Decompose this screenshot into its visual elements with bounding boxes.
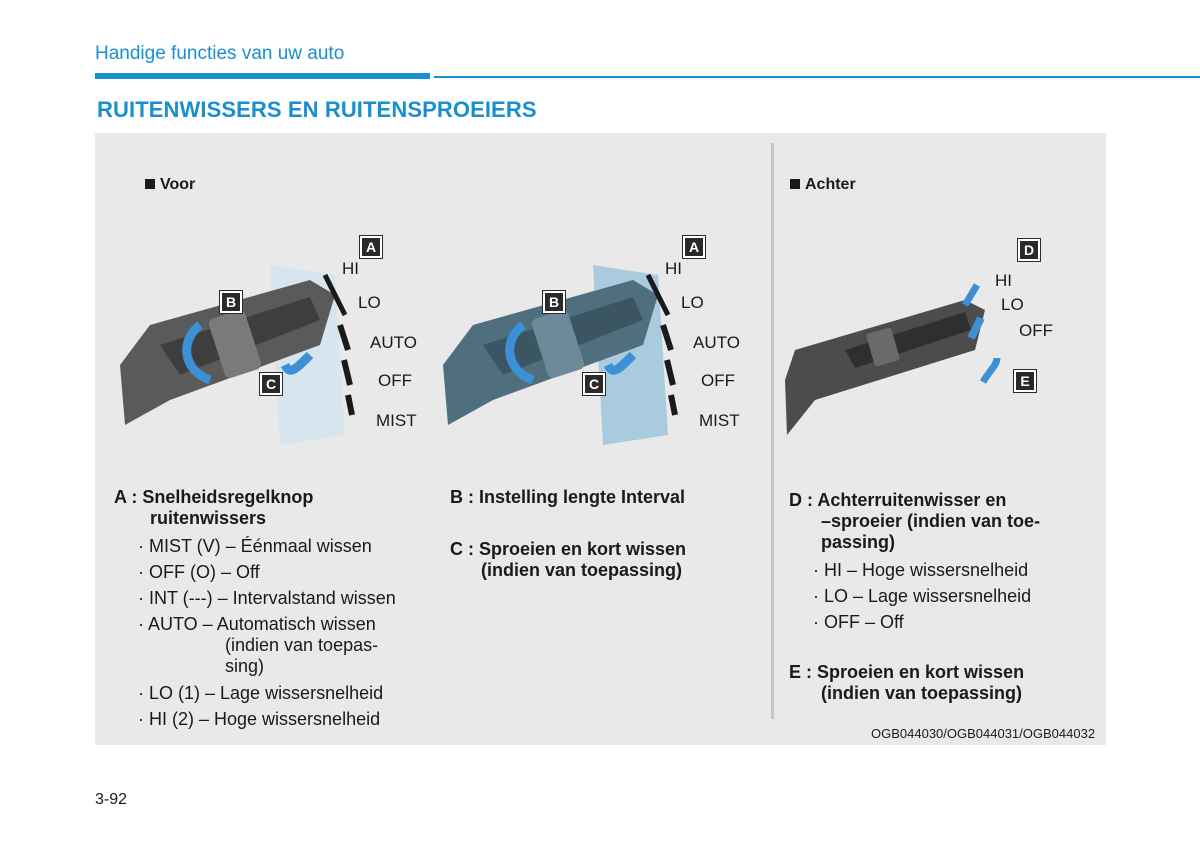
position-label-auto: AUTO: [693, 333, 740, 352]
image-code: OGB044030/OGB044031/OGB044032: [871, 726, 1096, 741]
header-rule-thin: [434, 76, 1200, 78]
position-label-off: OFF: [378, 371, 412, 390]
legend-a-item: · HI (2) – Hoge wissersnelheid: [138, 709, 381, 729]
rear-stalk-illustration: D E HI LO OFF: [785, 230, 1075, 440]
legend-a-title-cont: ruitenwissers: [150, 508, 267, 528]
legend-a-item: · MIST (V) – Éénmaal wissen: [138, 536, 372, 556]
page-heading: RUITENWISSERS EN RUITENSPROEIERS: [97, 97, 537, 122]
position-label-auto: AUTO: [370, 333, 417, 352]
figure-panel: [95, 133, 1106, 745]
legend-a-title: A : Snelheidsregelknop: [114, 487, 314, 507]
legend-a-item: · INT (---) – Intervalstand wissen: [138, 588, 396, 608]
position-label-off: OFF: [1019, 321, 1053, 340]
wiper-stalk-drawing: [443, 265, 678, 445]
caption-rear: Achter: [790, 176, 856, 194]
badge-b: B: [542, 290, 566, 314]
badge-e: E: [1013, 369, 1037, 393]
panel-divider: [771, 143, 774, 719]
caption-front-text: Voor: [160, 176, 196, 193]
caption-rear-text: Achter: [805, 176, 856, 193]
legend-a-item-cont: sing): [225, 656, 265, 676]
legend-e-title: E : Sproeien en kort wissen: [789, 662, 1025, 682]
front-stalk-illustration-2: A B C HI LO AUTO OFF MIST: [443, 225, 763, 465]
legend-c-title-cont: (indien van toepassing): [481, 560, 683, 580]
badge-a: A: [682, 235, 706, 259]
position-label-mist: MIST: [699, 411, 740, 430]
legend-a-item: · OFF (O) – Off: [138, 562, 260, 582]
badge-c: C: [259, 372, 283, 396]
page-number: 3-92: [95, 791, 128, 808]
legend-d-title: D : Achterruitenwisser en: [789, 490, 1007, 510]
legend-e: E : Sproeien en kort wissen (indien van …: [789, 662, 1024, 704]
badge-b: B: [219, 290, 243, 314]
caption-front: Voor: [145, 176, 195, 194]
position-label-lo: LO: [358, 293, 381, 312]
legend-d-item: · HI – Hoge wissersnelheid: [813, 560, 1029, 580]
legend-d-title-cont: passing): [821, 532, 896, 552]
legend-a: A : Snelheidsregelknop ruitenwissers · M…: [114, 487, 396, 732]
legend-d-title-cont: –sproeier (indien van toe-: [821, 511, 1041, 531]
bullet-square-icon: [790, 179, 800, 189]
legend-d-item: · OFF – Off: [813, 612, 904, 632]
position-label-hi: HI: [995, 271, 1012, 290]
front-stalk-illustration-1: A B C HI LO AUTO OFF MIST: [120, 225, 440, 465]
legend-a-item: · LO (1) – Lage wissersnelheid: [138, 683, 384, 703]
bullet-square-icon: [145, 179, 155, 189]
position-label-off: OFF: [701, 371, 735, 390]
legend-a-item-cont: (indien van toepas-: [225, 635, 379, 655]
wiper-stalk-drawing: [120, 265, 355, 445]
legend-a-items: · MIST (V) – Éénmaal wissen · OFF (O) – …: [114, 533, 396, 732]
badge-d: D: [1017, 238, 1041, 262]
legend-d-items: · HI – Hoge wissersnelheid · LO – Lage w…: [789, 557, 1040, 635]
position-label-lo: LO: [1001, 295, 1024, 314]
position-label-mist: MIST: [376, 411, 417, 430]
legend-a-item: · AUTO – Automatisch wissen: [138, 614, 376, 634]
badge-c: C: [582, 372, 606, 396]
legend-b: B : Instelling lengte Interval: [450, 487, 686, 507]
legend-d: D : Achterruitenwisser en –sproeier (ind…: [789, 490, 1040, 635]
legend-e-title-cont: (indien van toepassing): [821, 683, 1023, 703]
legend-d-item: · LO – Lage wissersnelheid: [813, 586, 1032, 606]
rear-wiper-stalk-drawing: [785, 283, 1001, 435]
badge-a: A: [359, 235, 383, 259]
position-label-lo: LO: [681, 293, 704, 312]
legend-c-title: C : Sproeien en kort wissen: [450, 539, 687, 559]
legend-c: C : Sproeien en kort wissen (indien van …: [450, 539, 686, 581]
header-rule-thick: [95, 73, 430, 79]
position-label-hi: HI: [665, 259, 682, 278]
position-label-hi: HI: [342, 259, 359, 278]
section-title: Handige functies van uw auto: [95, 43, 345, 64]
